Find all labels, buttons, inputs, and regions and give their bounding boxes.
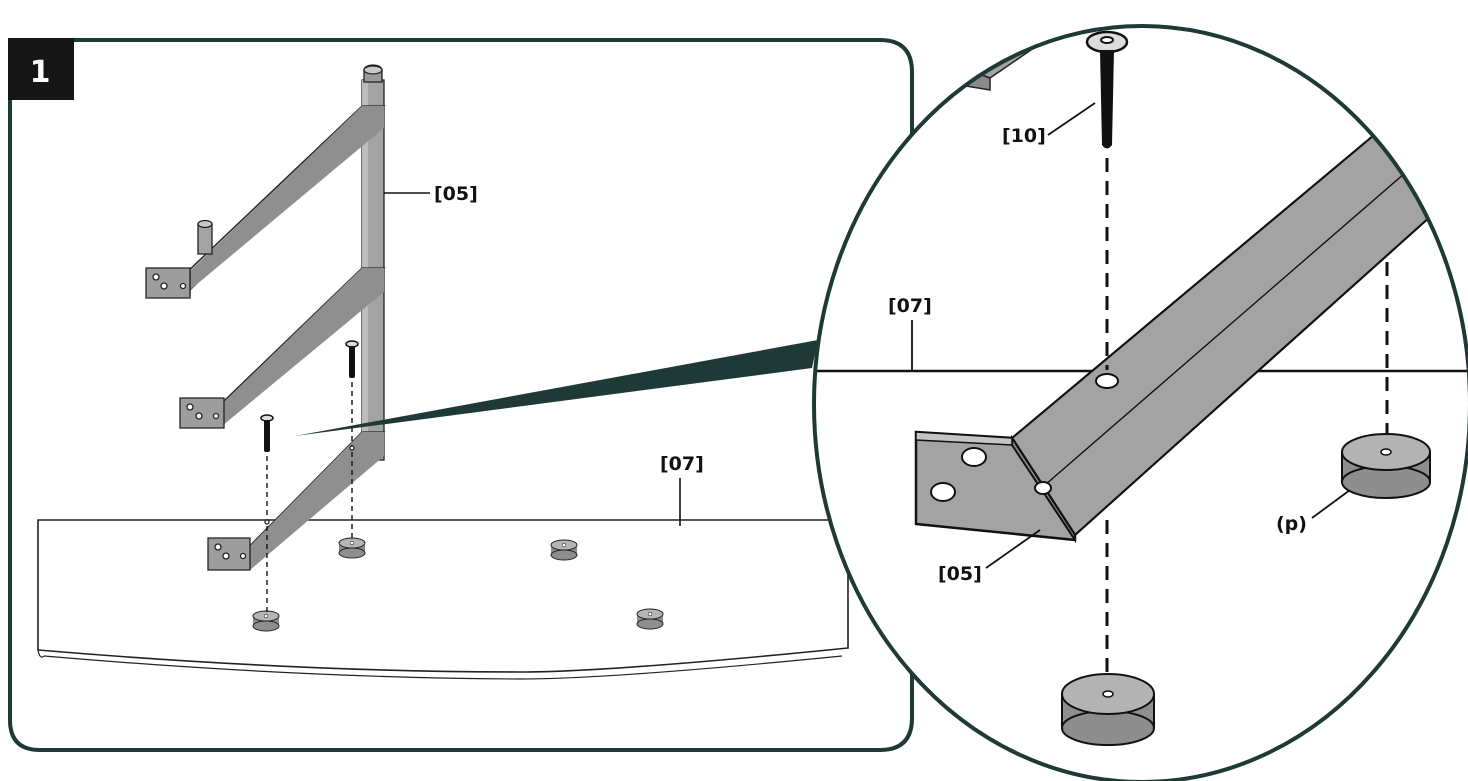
frame-assembly <box>145 64 386 571</box>
pad-1 <box>338 537 366 559</box>
shelf-panel <box>37 519 849 680</box>
label-frame-detail: [05] <box>938 563 982 585</box>
pad-3 <box>252 610 280 632</box>
leader-pad-detail <box>1311 489 1351 519</box>
leader-frame-detail <box>985 529 1041 569</box>
detail-pad-bottom <box>1061 673 1155 746</box>
zoom-wedge <box>295 340 818 436</box>
screw-b <box>260 414 274 614</box>
shelf-pads <box>252 537 664 632</box>
label-frame-main: [05] <box>434 183 478 205</box>
step-number-badge: 1 <box>8 38 74 100</box>
detail-pad-right <box>1341 433 1431 499</box>
step-number: 1 <box>30 55 51 90</box>
detail-screw <box>1085 30 1129 149</box>
detail-circle-frame <box>812 24 1468 781</box>
label-shelf-main: [07] <box>660 453 704 475</box>
screws-main <box>260 340 359 614</box>
label-screw-detail: [10] <box>1002 125 1046 147</box>
pad-2 <box>550 539 578 561</box>
leader-screw-detail <box>1047 102 1096 136</box>
label-shelf-detail: [07] <box>888 295 932 317</box>
screw-a <box>345 340 359 540</box>
pad-4 <box>636 608 664 630</box>
label-pad-detail: (p) <box>1276 513 1307 535</box>
